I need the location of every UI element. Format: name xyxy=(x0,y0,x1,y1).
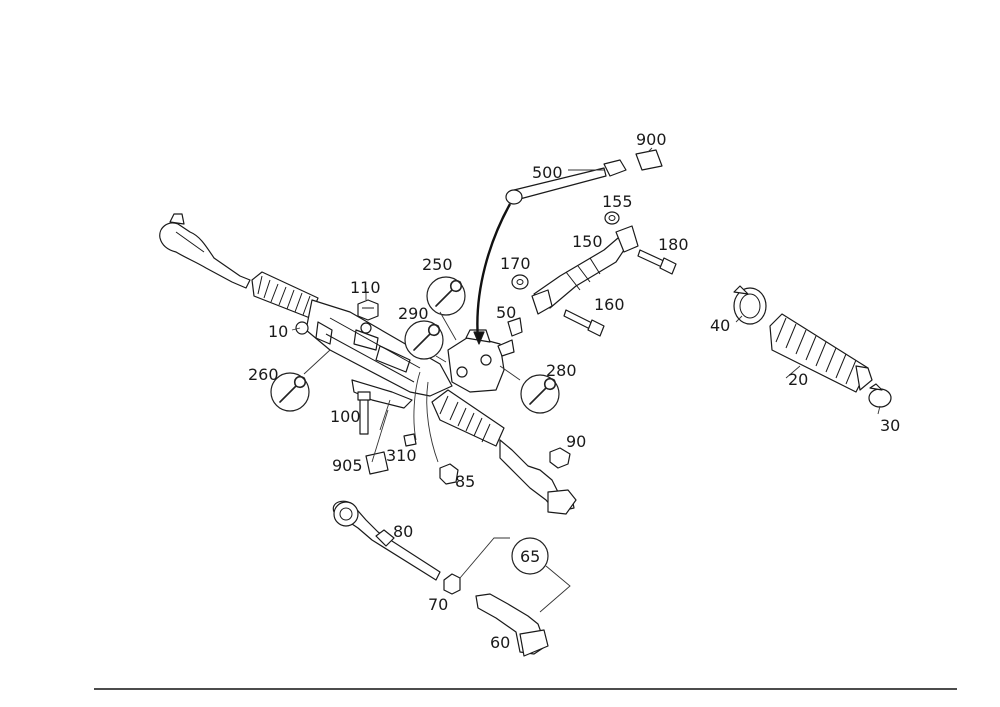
callout-80: 80 xyxy=(393,522,413,541)
bolt-310 xyxy=(403,433,417,447)
right-bellows-boot xyxy=(431,389,505,447)
nut-70 xyxy=(443,573,461,595)
callout-290: 290 xyxy=(398,304,429,323)
callout-60: 60 xyxy=(490,633,510,652)
clip-50 xyxy=(507,317,523,337)
group-65-circle xyxy=(511,537,549,575)
washer-170 xyxy=(511,274,529,290)
callout-110: 110 xyxy=(350,278,381,297)
callout-85: 85 xyxy=(455,472,475,491)
callout-180: 180 xyxy=(658,235,689,254)
callout-280: 280 xyxy=(546,361,577,380)
callout-155: 155 xyxy=(602,192,633,211)
bellows-boot-spare xyxy=(769,313,873,393)
inner-tie-rod-80 xyxy=(332,500,441,581)
bolt-100 xyxy=(357,391,371,435)
clamp-small xyxy=(868,383,892,408)
callout-150: 150 xyxy=(572,232,603,251)
callout-90: 90 xyxy=(566,432,586,451)
group-65-leader xyxy=(459,537,571,613)
callout-160: 160 xyxy=(594,295,625,314)
callout-40: 40 xyxy=(710,316,730,335)
callout-170: 170 xyxy=(500,254,531,273)
leader-lines xyxy=(291,147,881,463)
outer-tie-rod-end-60 xyxy=(475,593,549,657)
connector-900 xyxy=(635,149,663,171)
steering-gear-housing xyxy=(159,213,577,515)
left-bellows-boot xyxy=(251,271,319,319)
callout-70: 70 xyxy=(428,595,448,614)
nut-110 xyxy=(357,299,379,321)
clamp-large xyxy=(733,285,767,325)
fitting-905 xyxy=(365,451,389,475)
washer-155 xyxy=(604,211,620,225)
callout-30: 30 xyxy=(880,416,900,435)
callout-905: 905 xyxy=(332,456,363,475)
shaft-coupling-150 xyxy=(531,225,639,315)
callout-500: 500 xyxy=(532,163,563,182)
callout-260: 260 xyxy=(248,365,279,384)
callout-100: 100 xyxy=(330,407,361,426)
callout-310: 310 xyxy=(386,446,417,465)
bolt-180 xyxy=(637,249,677,275)
callout-250: 250 xyxy=(422,255,453,274)
callout-10: 10 xyxy=(268,322,288,341)
callout-900: 900 xyxy=(636,130,667,149)
bolt-160 xyxy=(563,309,605,337)
wrench-icon xyxy=(520,374,560,414)
callout-65: 65 xyxy=(520,547,540,566)
rod-assembly-500 xyxy=(473,159,627,345)
callout-50: 50 xyxy=(496,303,516,322)
wrench-icon xyxy=(270,372,310,412)
nut-90 xyxy=(549,447,571,469)
callout-20: 20 xyxy=(788,370,808,389)
wrench-icon xyxy=(404,320,444,360)
wrench-icon xyxy=(426,276,466,316)
nut-85 xyxy=(439,463,459,485)
